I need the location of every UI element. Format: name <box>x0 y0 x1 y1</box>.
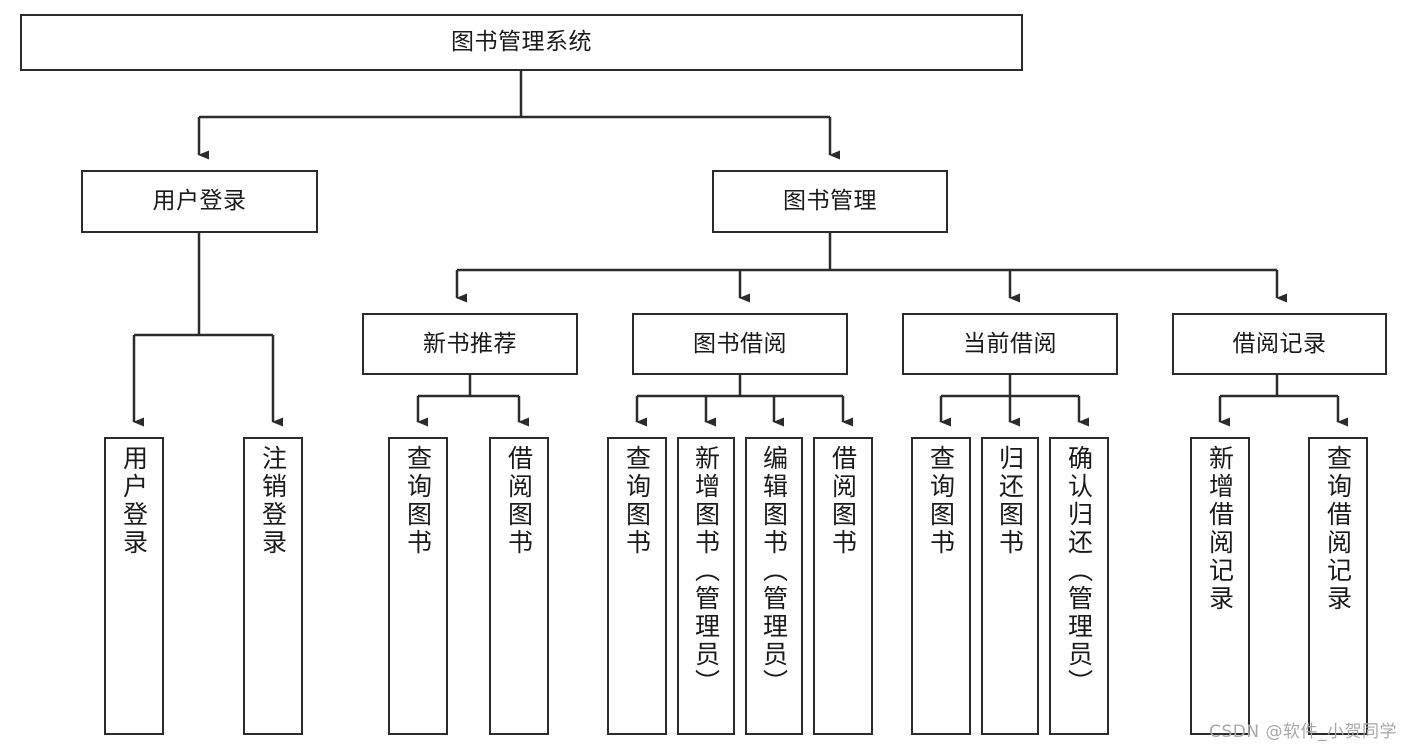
node-label: 用户登录 <box>119 445 149 557</box>
node-book-management[interactable]: 图书管理 <box>712 170 948 233</box>
leaf-user-login[interactable]: 用户登录 <box>104 437 164 735</box>
node-label: 新增图书（管理员） <box>691 445 721 697</box>
node-label: 借阅图书 <box>504 445 534 557</box>
node-label: 查询图书 <box>622 445 652 557</box>
leaf-query-book-current[interactable]: 查询图书 <box>911 437 971 735</box>
node-label: 用户登录 <box>152 188 247 215</box>
leaf-confirm-return-admin[interactable]: 确认归还（管理员） <box>1049 437 1109 735</box>
leaf-add-book-admin[interactable]: 新增图书（管理员） <box>677 437 735 735</box>
node-label: 查询借阅记录 <box>1323 445 1353 613</box>
leaf-query-borrow-record[interactable]: 查询借阅记录 <box>1308 437 1368 735</box>
node-book-management-system[interactable]: 图书管理系统 <box>20 14 1023 71</box>
node-label: 注销登录 <box>258 445 288 557</box>
node-label: 编辑图书（管理员） <box>759 445 789 697</box>
leaf-query-book-borrow[interactable]: 查询图书 <box>607 437 667 735</box>
node-label: 查询图书 <box>926 445 956 557</box>
node-book-borrowing[interactable]: 图书借阅 <box>632 313 848 375</box>
node-label: 归还图书 <box>995 445 1025 557</box>
node-label: 新增借阅记录 <box>1205 445 1235 613</box>
node-label: 借阅记录 <box>1232 330 1327 357</box>
node-current-borrowing[interactable]: 当前借阅 <box>902 313 1118 375</box>
node-label: 当前借阅 <box>963 330 1057 357</box>
node-label: 图书管理系统 <box>451 29 592 56</box>
leaf-add-borrow-record[interactable]: 新增借阅记录 <box>1190 437 1250 735</box>
leaf-edit-book-admin[interactable]: 编辑图书（管理员） <box>745 437 803 735</box>
node-borrowing-record[interactable]: 借阅记录 <box>1172 313 1387 375</box>
node-label: 查询图书 <box>403 445 433 557</box>
node-label: 确认归还（管理员） <box>1064 445 1094 697</box>
node-label: 新书推荐 <box>423 330 517 357</box>
csdn-watermark: CSDN @软件_小贺同学 <box>1209 722 1397 742</box>
leaf-query-book-new-rec[interactable]: 查询图书 <box>388 437 448 735</box>
leaf-borrow-book-new-rec[interactable]: 借阅图书 <box>489 437 549 735</box>
leaf-logout-login[interactable]: 注销登录 <box>243 437 303 735</box>
leaf-return-book[interactable]: 归还图书 <box>981 437 1039 735</box>
node-label: 图书管理 <box>783 188 877 215</box>
node-label: 图书借阅 <box>693 330 787 357</box>
node-new-book-recommendation[interactable]: 新书推荐 <box>362 313 578 375</box>
node-user-login[interactable]: 用户登录 <box>81 170 318 233</box>
leaf-borrow-book-borrow[interactable]: 借阅图书 <box>813 437 873 735</box>
node-label: 借阅图书 <box>828 445 858 557</box>
